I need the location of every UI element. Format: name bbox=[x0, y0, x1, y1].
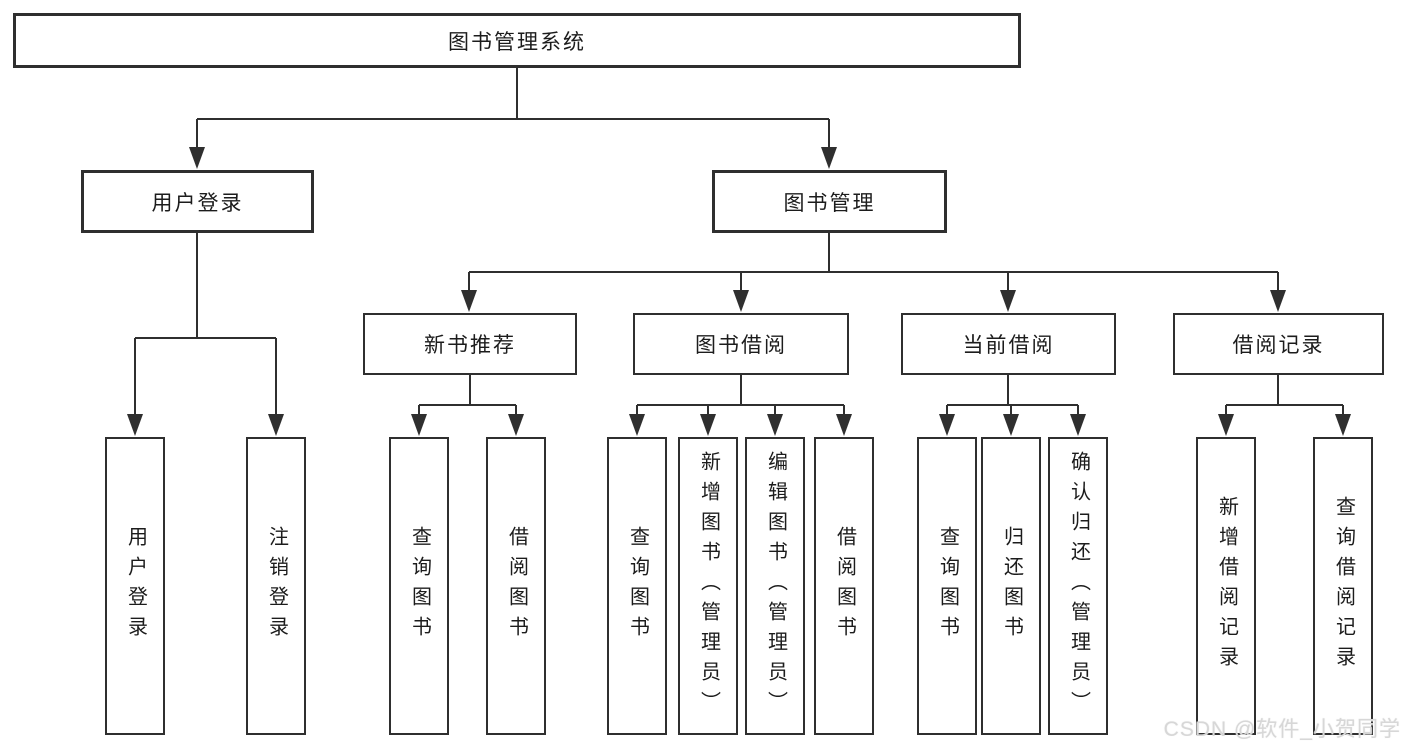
leaf-logout-label: 注销登录 bbox=[265, 526, 288, 646]
node-current-borrow: 当前借阅 bbox=[901, 313, 1116, 375]
leaf-user-login-label: 用户登录 bbox=[124, 526, 147, 646]
node-borrow-record: 借阅记录 bbox=[1173, 313, 1384, 375]
leaf-edit-books-admin-label: 编辑图书（管理员） bbox=[764, 451, 787, 721]
node-user-login-label: 用户登录 bbox=[151, 191, 244, 215]
leaf-query-books-current: 查询图书 bbox=[917, 437, 977, 735]
leaf-borrow-books-recommend-label: 借阅图书 bbox=[505, 526, 528, 646]
node-library-management-system-label: 图书管理系统 bbox=[448, 30, 586, 54]
leaf-query-books-recommend-label: 查询图书 bbox=[408, 526, 431, 646]
leaf-borrow-books: 借阅图书 bbox=[814, 437, 874, 735]
node-new-book-recommend: 新书推荐 bbox=[363, 313, 577, 375]
leaf-add-books-admin: 新增图书（管理员） bbox=[678, 437, 738, 735]
leaf-user-login: 用户登录 bbox=[105, 437, 165, 735]
node-new-book-recommend-label: 新书推荐 bbox=[424, 334, 516, 357]
node-book-management: 图书管理 bbox=[712, 170, 947, 233]
node-book-borrow-label: 图书借阅 bbox=[695, 334, 787, 357]
leaf-borrow-books-label: 借阅图书 bbox=[833, 526, 856, 646]
leaf-add-borrow-record-label: 新增借阅记录 bbox=[1215, 496, 1238, 676]
node-book-borrow: 图书借阅 bbox=[633, 313, 849, 375]
leaf-confirm-return-admin-label: 确认归还（管理员） bbox=[1067, 451, 1090, 721]
leaf-confirm-return-admin: 确认归还（管理员） bbox=[1048, 437, 1108, 735]
leaf-borrow-books-recommend: 借阅图书 bbox=[486, 437, 546, 735]
leaf-query-books-recommend: 查询图书 bbox=[389, 437, 449, 735]
leaf-add-borrow-record: 新增借阅记录 bbox=[1196, 437, 1256, 735]
leaf-query-borrow-record: 查询借阅记录 bbox=[1313, 437, 1373, 735]
watermark: CSDN @软件_小贺同学 bbox=[1163, 718, 1401, 741]
leaf-return-books-label: 归还图书 bbox=[1000, 526, 1023, 646]
node-current-borrow-label: 当前借阅 bbox=[962, 334, 1055, 357]
leaf-query-books-borrow-label: 查询图书 bbox=[626, 526, 649, 646]
node-library-management-system: 图书管理系统 bbox=[13, 13, 1021, 68]
leaf-return-books: 归还图书 bbox=[981, 437, 1041, 735]
leaf-edit-books-admin: 编辑图书（管理员） bbox=[745, 437, 805, 735]
node-user-login: 用户登录 bbox=[81, 170, 314, 233]
leaf-add-books-admin-label: 新增图书（管理员） bbox=[697, 451, 720, 721]
leaf-logout: 注销登录 bbox=[246, 437, 306, 735]
leaf-query-borrow-record-label: 查询借阅记录 bbox=[1332, 496, 1355, 676]
node-book-management-label: 图书管理 bbox=[783, 191, 876, 215]
leaf-query-books-borrow: 查询图书 bbox=[607, 437, 667, 735]
node-borrow-record-label: 借阅记录 bbox=[1232, 334, 1325, 357]
leaf-query-books-current-label: 查询图书 bbox=[936, 526, 959, 646]
